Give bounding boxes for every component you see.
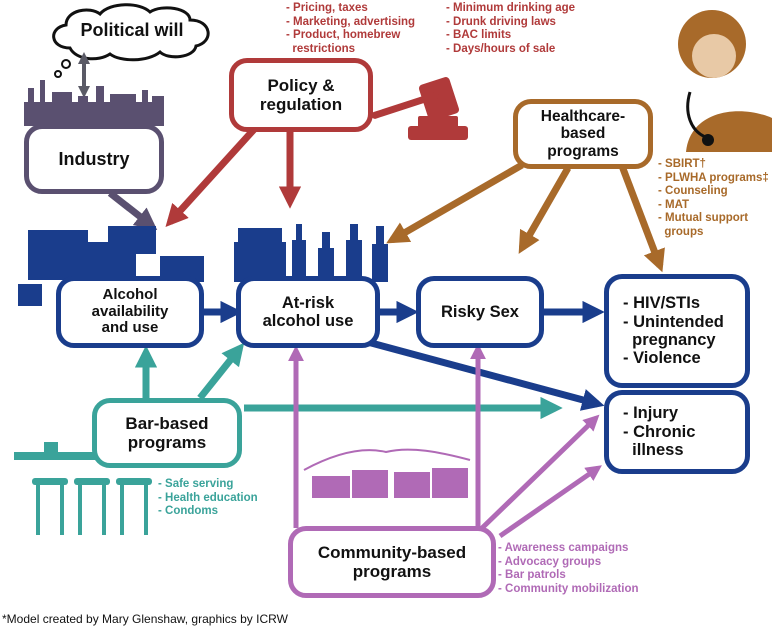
bottles-icon	[234, 224, 388, 282]
community-list: - Awareness campaigns - Advocacy groups …	[498, 542, 639, 595]
policy-to-availability-arrow	[165, 122, 261, 227]
outcomes-injury-node: - Injury - Chronic illness	[604, 390, 750, 474]
gavel-icon	[371, 77, 468, 140]
outcome-violence: - Violence	[623, 349, 701, 368]
healthcare-to-atrisk-arrow	[386, 161, 524, 244]
alcohol-availability-node: Alcohol availability and use	[56, 276, 204, 348]
community-node: Community-based programs	[288, 526, 496, 598]
outcome-illness: illness	[623, 441, 684, 460]
bar-to-atrisk-arrow	[197, 342, 245, 401]
healthcare-to-outcomes-arrow	[618, 164, 665, 273]
policy-node: Policy & regulation	[229, 58, 373, 132]
community-to-injury-arrow-2	[498, 465, 602, 539]
policy-list-right: - Minimum drinking age - Drunk driving l…	[446, 2, 576, 55]
outcome-hiv: - HIV/STIs	[623, 294, 701, 313]
healthcare-list: - SBIRT† - PLWHA programs‡ - Counseling …	[658, 158, 769, 238]
community-to-injury-arrow-1	[478, 414, 600, 532]
industry-node: Industry	[24, 124, 164, 194]
footnote: *Model created by Mary Glenshaw, graphic…	[2, 612, 288, 626]
factory-icon	[24, 80, 164, 126]
bar-stools-icon	[14, 442, 152, 535]
outcome-injury: - Injury	[623, 404, 679, 423]
bar-list: - Safe serving - Health education - Cond…	[158, 478, 258, 518]
outcome-chronic: - Chronic	[623, 422, 696, 441]
bar-based-node: Bar-based programs	[92, 398, 242, 468]
risky-sex-node: Risky Sex	[416, 276, 544, 348]
crates-icon	[18, 226, 204, 306]
industry-to-availability-arrow	[107, 190, 158, 231]
doctor-icon	[678, 10, 772, 152]
political-will-label: Political will	[80, 19, 184, 40]
outcome-unintended: - Unintended	[623, 312, 724, 331]
outcomes-hiv-node: - HIV/STIs - Unintended pregnancy - Viol…	[604, 274, 750, 388]
policy-list-left: - Pricing, taxes - Marketing, advertisin…	[286, 2, 416, 55]
political-will-cloud	[52, 3, 210, 78]
healthcare-to-risky-sex-arrow	[518, 166, 572, 254]
houses-icon	[303, 448, 471, 498]
healthcare-node: Healthcare-based programs	[513, 99, 653, 169]
at-risk-node: At-risk alcohol use	[236, 276, 380, 348]
outcome-pregnancy: pregnancy	[623, 331, 716, 349]
